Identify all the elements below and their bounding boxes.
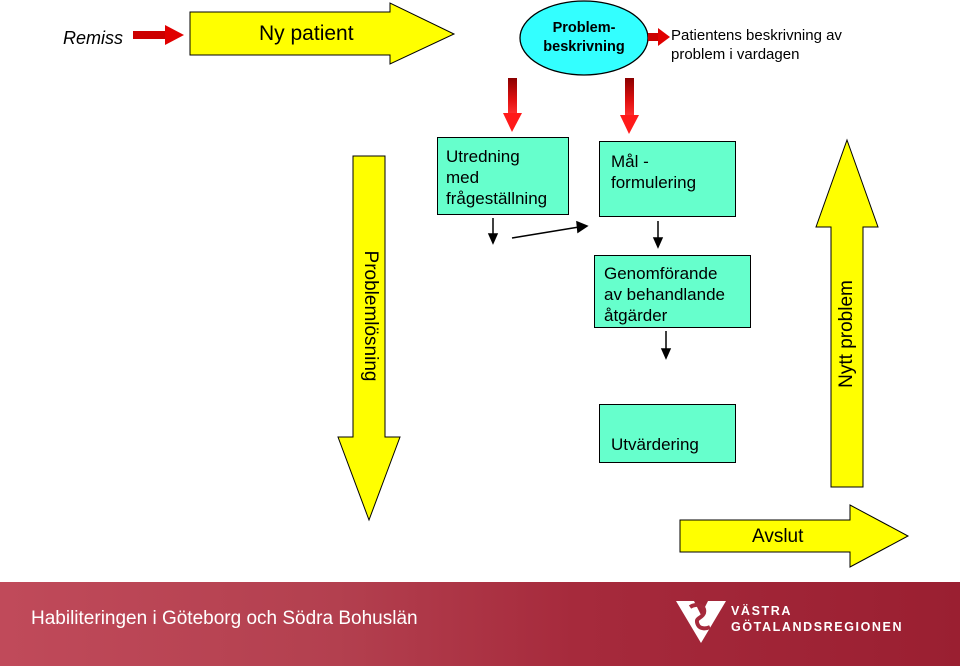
utvardering-label: Utvärdering (611, 435, 699, 454)
problembeskrivning-line1: Problem- (552, 20, 616, 36)
red-arrow-down-mal (620, 78, 639, 134)
logo-text-line2: GÖTALANDSREGIONEN (731, 620, 904, 634)
vgr-logo-icon (676, 601, 726, 643)
mal-box: Mål - formulering (599, 141, 736, 217)
black-arrow-genomforande-down (660, 331, 672, 360)
problemlosning-label: Problemlösning (360, 250, 381, 382)
patient-description-line2: problem i vardagen (671, 46, 800, 63)
footer-organization: Habiliteringen i Göteborg och Södra Bohu… (31, 608, 418, 629)
remiss-label: Remiss (63, 28, 124, 48)
ny-patient-label: Ny patient (259, 22, 354, 45)
avslut-arrow (679, 504, 910, 568)
red-arrow-remiss (133, 25, 184, 45)
avslut-label: Avslut (752, 526, 804, 547)
nytt-problem-arrow (815, 138, 879, 488)
logo-text-line1: VÄSTRA (731, 604, 792, 618)
mal-line1: Mål - (611, 152, 649, 171)
red-arrow-description (648, 28, 670, 46)
utredning-line2: med (446, 168, 480, 187)
black-arrow-to-mal (511, 220, 589, 239)
genomforande-line1: Genomförande (604, 264, 718, 283)
utredning-line1: Utredning (446, 147, 520, 166)
nytt-problem-label: Nytt problem (836, 280, 857, 388)
utvardering-box: Utvärdering (599, 404, 736, 463)
patient-description: Patientens beskrivning av problem i vard… (671, 26, 842, 64)
genomforande-line3: åtgärder (604, 306, 668, 325)
genomforande-line2: av behandlande (604, 285, 726, 304)
utredning-line3: frågeställning (446, 189, 548, 208)
footer-bar: Habiliteringen i Göteborg och Södra Bohu… (0, 582, 960, 666)
genomforande-box: Genomförande av behandlande åtgärder (594, 255, 751, 328)
black-arrow-utredning-down (487, 218, 499, 245)
red-arrow-down-utredning (503, 78, 522, 132)
ny-patient-arrow (189, 2, 456, 65)
problembeskrivning-line2: beskrivning (543, 39, 625, 55)
problembeskrivning-label: Problem- beskrivning (520, 19, 648, 57)
mal-line2: formulering (611, 173, 697, 192)
black-arrow-mal-down (652, 221, 664, 249)
problemlosning-arrow (337, 155, 401, 522)
utredning-box: Utredning med frågeställning (437, 137, 569, 215)
patient-description-line1: Patientens beskrivning av (671, 27, 842, 44)
